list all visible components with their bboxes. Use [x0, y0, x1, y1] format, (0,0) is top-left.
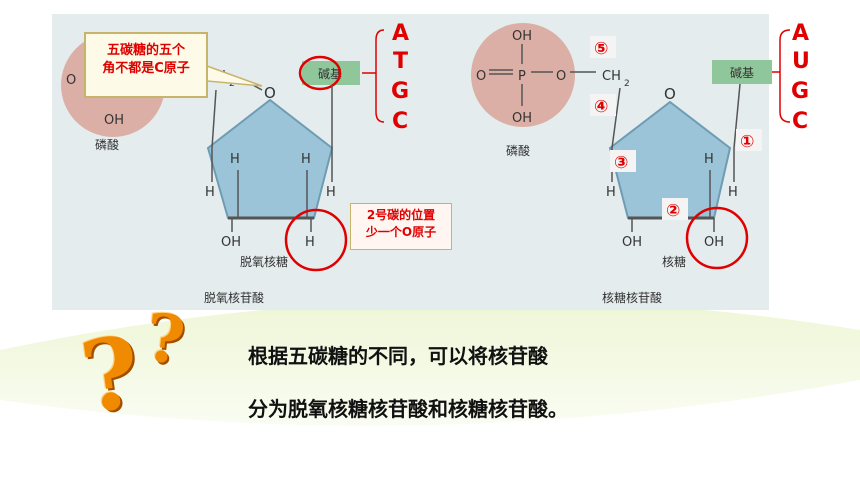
- carbon2-callout-line2: 少一个O原子: [365, 225, 437, 239]
- left-carbon2-highlight: [284, 208, 348, 272]
- left-h-3: H: [301, 152, 311, 167]
- carbon2-callout: 2号碳的位置 少一个O原子: [350, 203, 452, 250]
- right-oh-2: OH: [704, 235, 724, 250]
- right-h-1: H: [606, 185, 616, 200]
- carbon-number-2: ②: [666, 201, 680, 221]
- right-h-3: H: [704, 152, 714, 167]
- five-carbon-callout: 五碳糖的五个 角不都是C原子: [84, 32, 208, 98]
- left-base-box: [302, 61, 360, 85]
- right-base-box-label: 碱基: [730, 66, 754, 80]
- right-carbon2-highlight: [685, 206, 749, 270]
- right-base-letter-a: A: [792, 21, 810, 46]
- left-phosphate-name: 磷酸: [95, 137, 119, 152]
- right-phosphate-o-left: O: [476, 69, 486, 84]
- left-base-box-label: 碱基: [318, 67, 342, 81]
- five-carbon-callout-line2: 角不都是C原子: [102, 61, 190, 76]
- right-base-letter-c: C: [792, 109, 809, 134]
- right-base-bracket: [779, 29, 791, 123]
- main-text-line1: 根据五碳糖的不同，可以将核苷酸: [248, 344, 548, 368]
- left-phosphate-oh: OH: [104, 113, 124, 128]
- carbon-number-1: ①: [740, 132, 754, 152]
- left-h-2: H: [230, 152, 240, 167]
- right-sugar-name: 核糖: [662, 254, 686, 269]
- background-wave: [0, 299, 860, 484]
- right-base-letter-g: G: [791, 79, 810, 104]
- left-ring-o: O: [264, 84, 276, 102]
- left-h-4: H: [326, 185, 336, 200]
- left-base-letter-a: A: [392, 21, 410, 46]
- left-base-bracket: [375, 29, 385, 123]
- left-base-highlight: [298, 55, 342, 91]
- left-oh: OH: [221, 235, 241, 250]
- right-base-box: [712, 60, 772, 84]
- five-carbon-callout-line1: 五碳糖的五个: [106, 43, 185, 58]
- right-nucleotide-name: 核糖核苷酸: [602, 290, 662, 305]
- right-phosphate-circle: [471, 23, 575, 127]
- left-phosphate-o1: O: [66, 73, 76, 88]
- main-text-line2: 分为脱氧核糖核苷酸和核糖核苷酸。: [248, 397, 568, 421]
- left-nucleotide-name: 脱氧核苷酸: [204, 290, 264, 305]
- left-base-letter-g: G: [391, 79, 410, 104]
- carbon-number-3: ③: [614, 153, 628, 173]
- right-phosphate-o-right: O: [556, 69, 566, 84]
- right-ring-o: O: [664, 85, 676, 103]
- carbon-number-4: ④: [594, 97, 608, 117]
- right-phosphate-p: P: [518, 69, 526, 84]
- left-h-5: H: [305, 235, 315, 250]
- question-mark-icon-small: ?: [142, 298, 189, 380]
- carbon-number-5: ⑤: [594, 39, 608, 59]
- right-phosphate-oh-bottom: OH: [512, 111, 532, 126]
- right-h-2: H: [728, 185, 738, 200]
- left-base-letter-t: T: [393, 49, 409, 74]
- left-deoxyribose-ring: [206, 98, 334, 219]
- right-ch2: CH: [602, 69, 621, 84]
- right-phosphate-oh-top: OH: [512, 29, 532, 44]
- right-phosphate-name: 磷酸: [506, 143, 530, 158]
- right-base-letter-u: U: [792, 49, 810, 74]
- carbon2-callout-line1: 2号碳的位置: [366, 208, 436, 222]
- left-h-1: H: [205, 185, 215, 200]
- left-base-letter-c: C: [392, 109, 409, 134]
- left-sugar-name: 脱氧核糖: [240, 254, 288, 269]
- right-ch2-sub: 2: [624, 79, 630, 89]
- right-oh-1: OH: [622, 235, 642, 250]
